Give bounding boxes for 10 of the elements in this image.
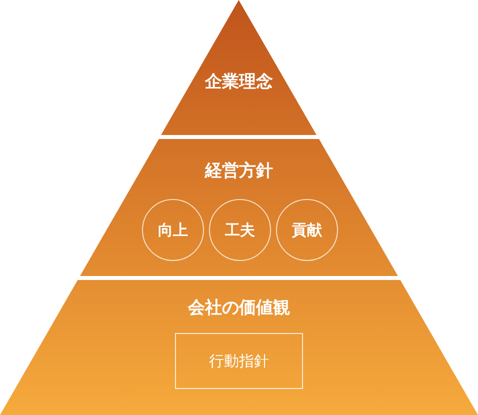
- band-title: 会社の価値観: [188, 297, 290, 319]
- value-circle: 工夫: [209, 199, 272, 261]
- label-box: 行動指針: [175, 333, 303, 389]
- pyramid-band: [161, 0, 317, 135]
- value-circle: 向上: [142, 199, 204, 261]
- band-title: 経営方針: [204, 160, 273, 182]
- band-title: 企業理念: [204, 71, 273, 93]
- pyramid-band: [0, 280, 478, 415]
- value-circle: 貢献: [276, 199, 338, 261]
- pyramid-band: [80, 139, 398, 276]
